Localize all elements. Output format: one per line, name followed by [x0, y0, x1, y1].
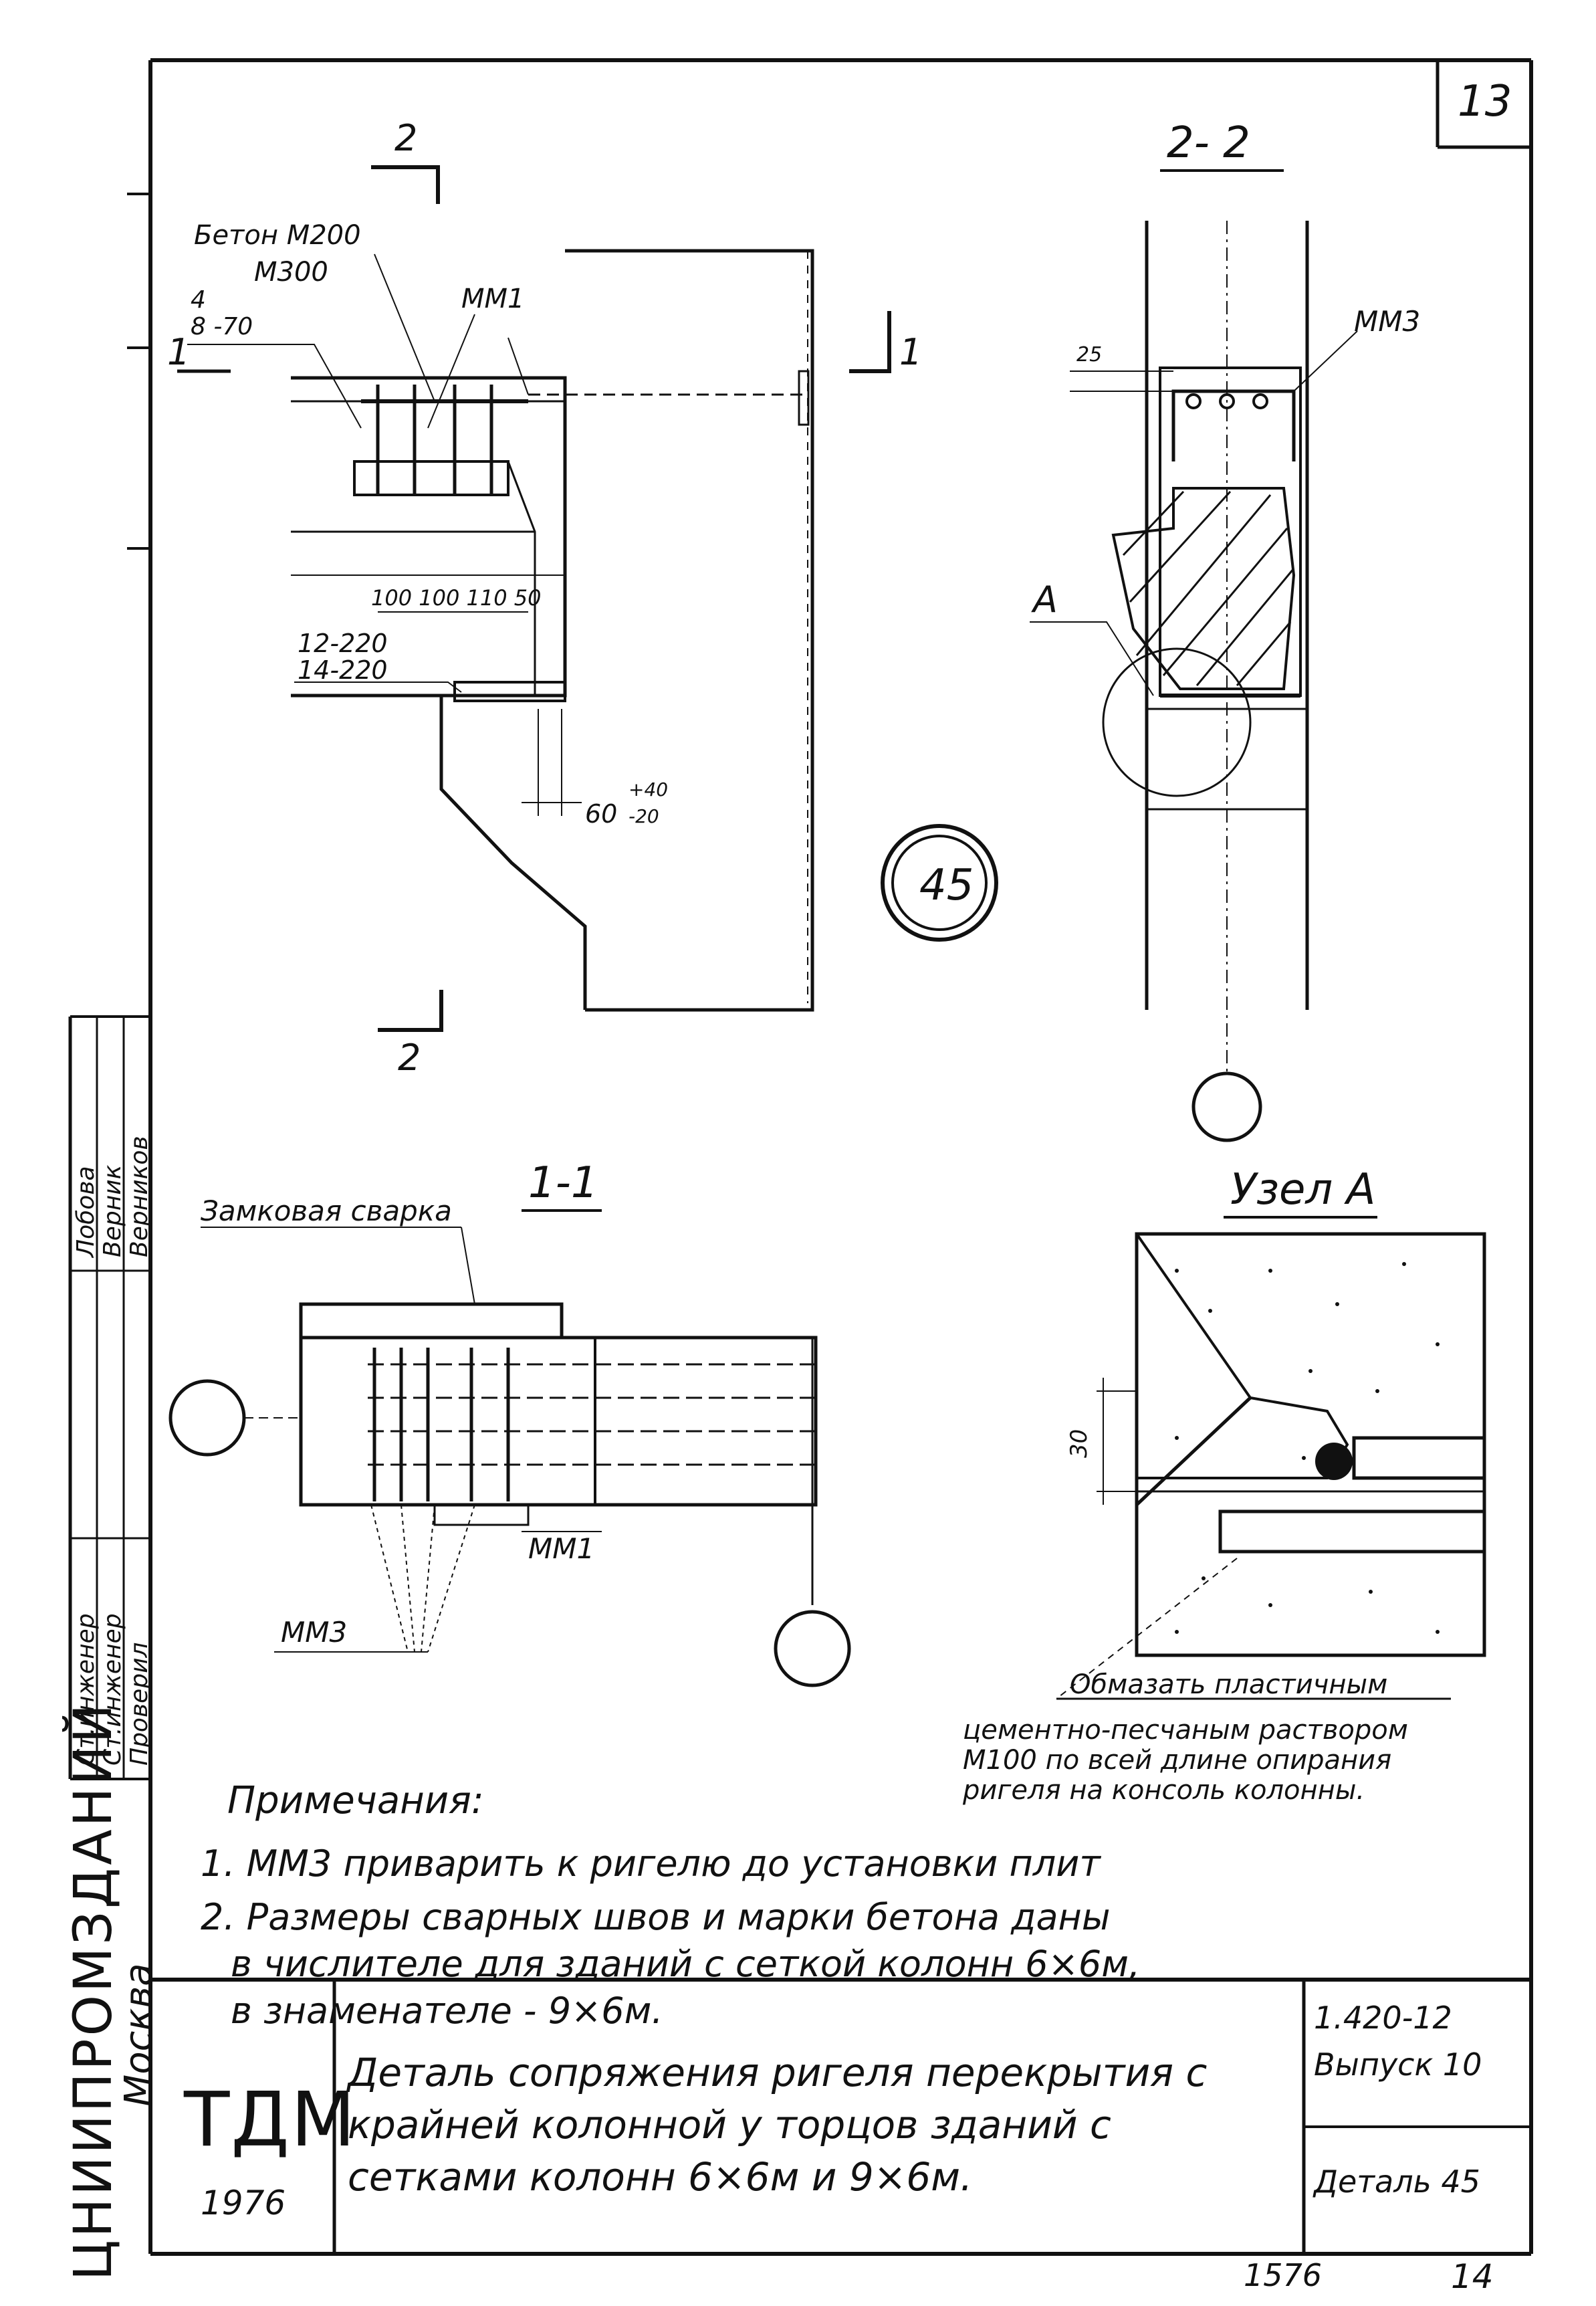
label-weld: Замковая сварка	[201, 1194, 452, 1227]
sheet-number: 13	[1458, 77, 1512, 126]
node-a-detail	[1056, 1232, 1486, 1700]
label-gap-tol-top: +40	[629, 778, 668, 801]
note-2c: в знаменателе - 9×6м.	[231, 1990, 663, 2032]
stamp-city: Москва	[117, 1963, 160, 2107]
label-coat-4: ригеля на консоль колонны.	[962, 1775, 1365, 1806]
section-2-2	[1030, 221, 1358, 1142]
stamp-issue: Выпуск 10	[1314, 2047, 1482, 2083]
label-node-a-mark: А	[1031, 579, 1058, 621]
stamp-name-3: Верников	[126, 1136, 153, 1257]
stamp-year: 1976	[201, 2184, 286, 2222]
label-mm3-bottom: ММ3	[281, 1616, 347, 1649]
bottom-code: 1576	[1244, 2257, 1323, 2293]
label-d1: 12-220	[298, 629, 388, 658]
stamp-series: 1.420-12	[1314, 2000, 1452, 2036]
stamp-title: Деталь сопряжения ригеля перекрытия с кр…	[348, 2050, 1208, 2200]
cut-2-top: 2	[394, 117, 417, 159]
label-mm3-top: ММ3	[1354, 305, 1420, 338]
stamp-detail: Деталь 45	[1314, 2164, 1480, 2200]
note-2: 2. Размеры сварных швов и марки бетона д…	[201, 1896, 1111, 1938]
label-concrete: Бетон М200	[194, 220, 361, 251]
label-gap: 60	[585, 799, 617, 829]
sheet-frame	[127, 58, 1533, 2256]
cut-1-left: 1	[167, 331, 190, 373]
stamp-name-1: Лобова	[72, 1166, 100, 1257]
note-1: 1. ММ3 приварить к ригелю до установки п…	[201, 1843, 1101, 1885]
label-concrete-2: М300	[254, 257, 328, 288]
label-mm1-bottom: ММ1	[528, 1532, 594, 1565]
label-rebar-count: 4	[191, 286, 206, 314]
node-a-title: Узел А	[1230, 1165, 1375, 1215]
section-1-1	[168, 1227, 851, 1687]
detail-mark	[881, 824, 998, 942]
elevation-view	[177, 165, 891, 1032]
stamp-role-3: Проверил	[126, 1642, 153, 1766]
label-dims: 100 100 110 50	[371, 585, 541, 611]
label-coat-2: цементно-песчаным раствором	[963, 1715, 1408, 1746]
label-coat-1: Обмазать пластичным	[1070, 1669, 1387, 1700]
label-gap-tol-bottom: -20	[629, 805, 659, 827]
notes-title: Примечания:	[227, 1779, 484, 1822]
label-rebar: 8 -70	[191, 313, 253, 340]
label-dim-25: 25	[1076, 343, 1102, 366]
stamp-logo: ТДМ	[184, 2077, 357, 2164]
title-block-frame	[68, 1015, 1531, 2254]
stamp-name-2: Верник	[99, 1164, 126, 1257]
label-coat-3: М100 по всей длине опирания	[963, 1745, 1391, 1776]
cut-1-right: 1	[899, 331, 922, 373]
note-2b: в числителе для зданий с сеткой колонн 6…	[231, 1943, 1141, 1985]
stamp-role-1: Ст.инженер	[72, 1613, 100, 1766]
section-2-2-title: 2- 2	[1167, 118, 1250, 168]
label-dim-30: 30	[1066, 1429, 1093, 1458]
label-d2: 14-220	[298, 655, 388, 685]
detail-number: 45	[919, 861, 974, 910]
cut-2-bottom: 2	[398, 1037, 421, 1079]
label-mm1-top: ММ1	[461, 284, 524, 314]
stamp-org: ЦНИИПРОМЗДАНИЙ	[64, 1701, 124, 2281]
section-1-1-title: 1-1	[528, 1158, 598, 1208]
bottom-page: 14	[1451, 2257, 1494, 2296]
stamp-role-2: Ст.инженер	[99, 1613, 126, 1766]
